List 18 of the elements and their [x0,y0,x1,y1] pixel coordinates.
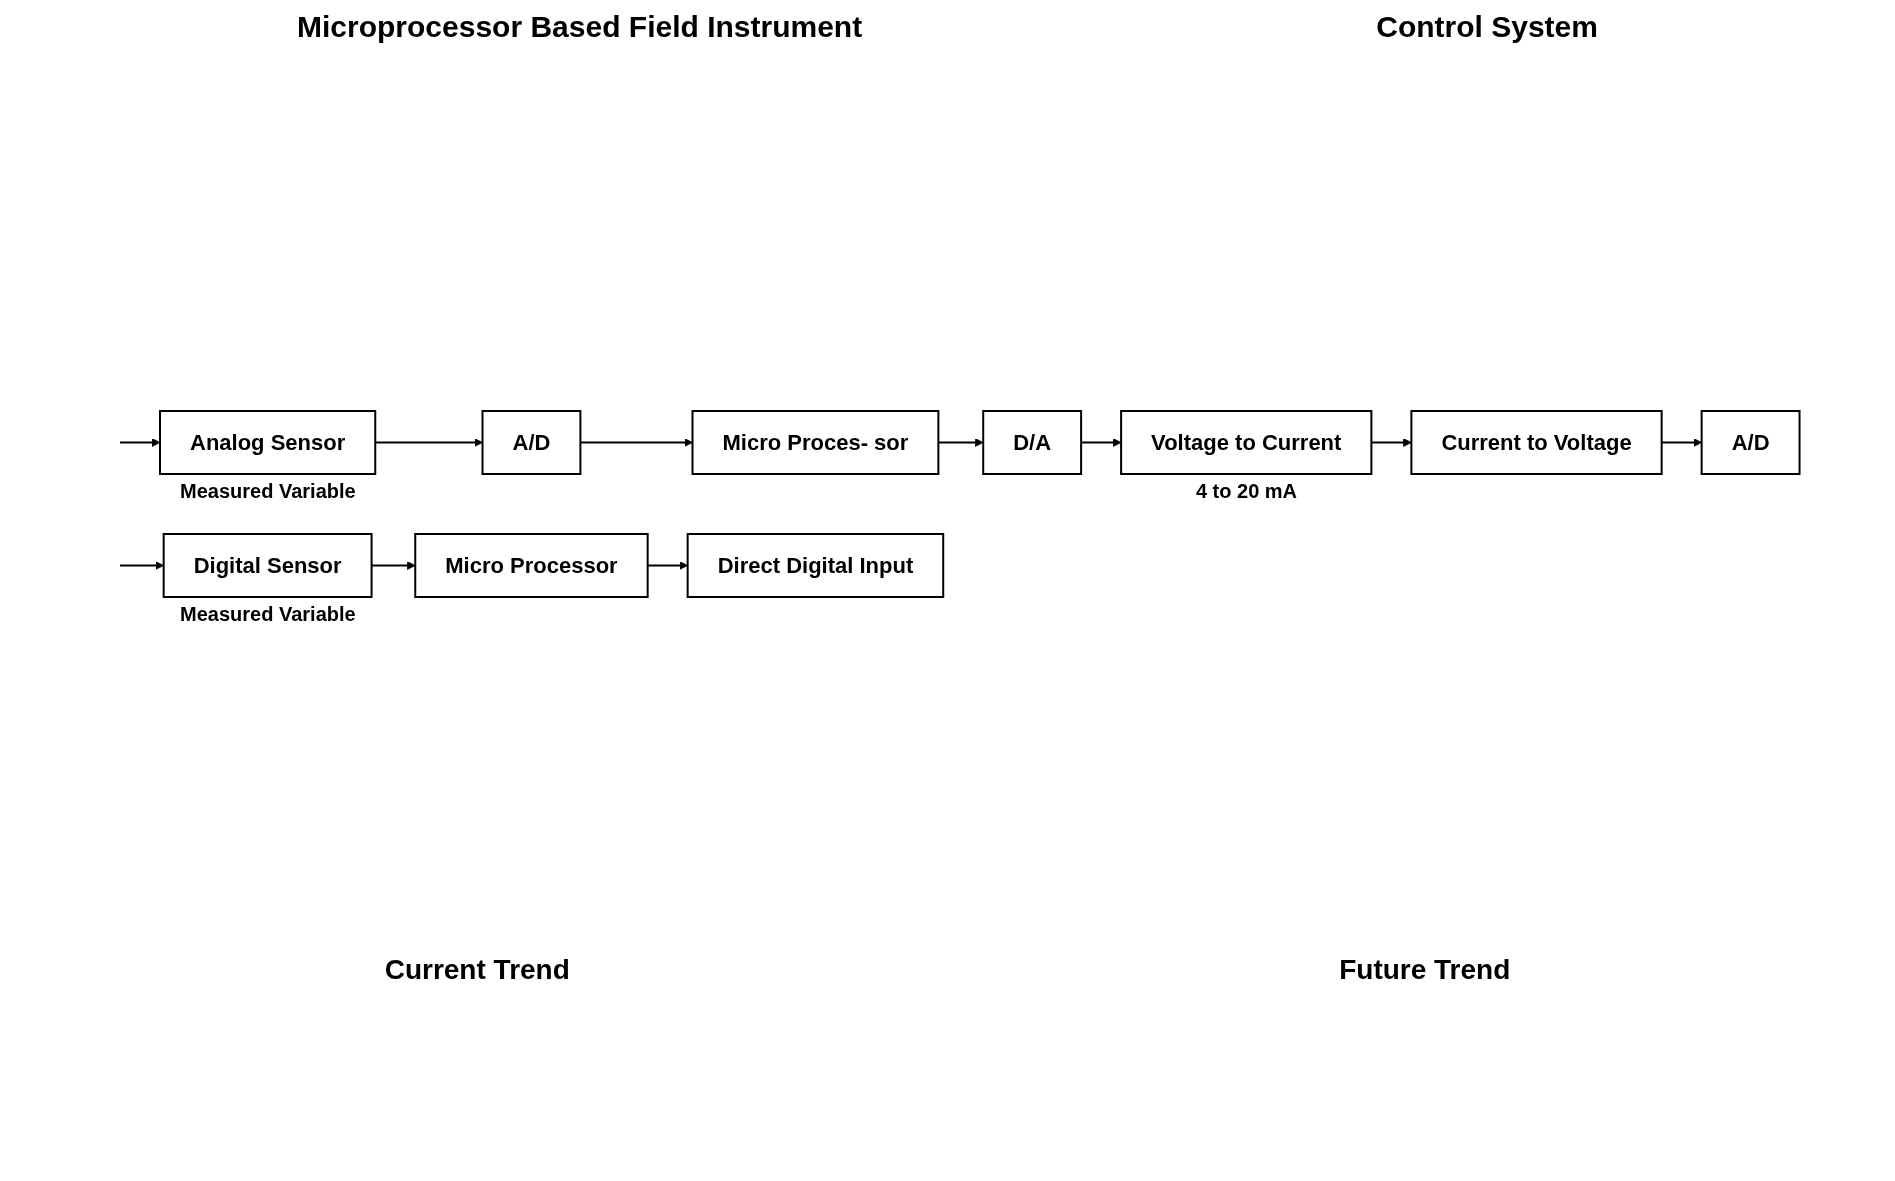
node-box: A/D [481,410,582,475]
arrow [119,438,161,447]
node-caption: 4 to 20 mA [1194,480,1299,503]
node-box: A/D [1700,410,1801,475]
node-box: Micro Processor [414,533,649,598]
node-caption: Measured Variable [179,480,357,503]
node-box: Analog Sensor [159,410,377,475]
node-box: Direct Digital Input [686,533,945,598]
node-box: Micro Proces- sor [691,410,940,475]
section-heading: Microprocessor Based Field Instrument [297,10,863,44]
node-box: Current to Voltage [1410,410,1663,475]
section-heading: Control System [1376,10,1598,44]
row-caption: Current Trend [384,954,570,986]
node-box: D/A [982,410,1083,475]
node-box: Voltage to Current [1120,410,1373,475]
node-box: Digital Sensor [162,533,373,598]
node-caption: Measured Variable [179,603,357,626]
row-caption: Future Trend [1339,954,1511,986]
